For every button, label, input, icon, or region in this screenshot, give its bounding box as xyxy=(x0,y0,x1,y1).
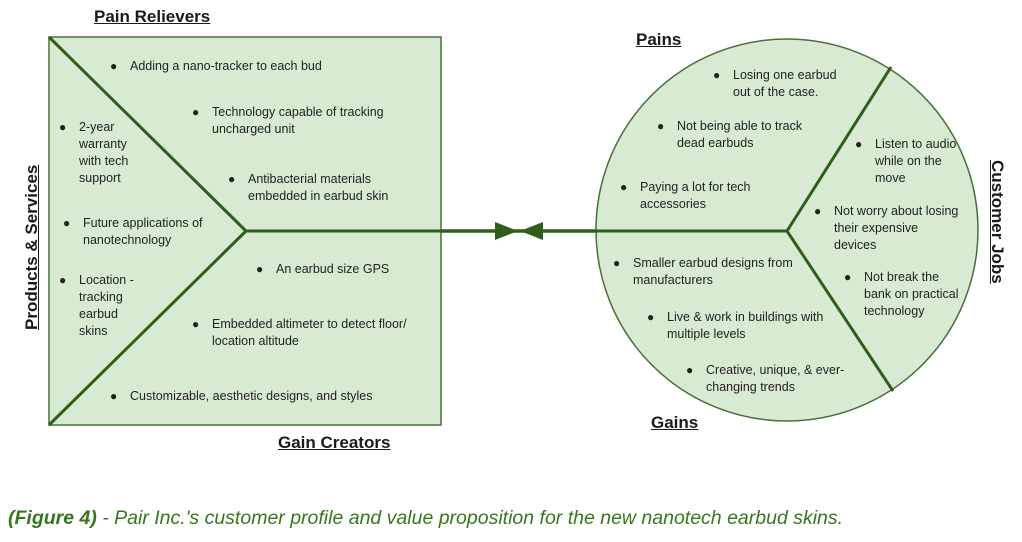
arrow-right-icon xyxy=(495,222,518,240)
label-customer-jobs: Customer Jobs xyxy=(988,160,1007,284)
product-service-item: ● Future applications of nanotechnology xyxy=(63,216,203,247)
fit-connector xyxy=(441,222,597,240)
product-service-item: ● Location -tracking earbud skins xyxy=(59,273,134,338)
bullet-icon: ● xyxy=(59,120,67,134)
gain-creator-item: ● Customizable, aesthetic designs, and s… xyxy=(110,389,373,403)
label-pains: Pains xyxy=(636,30,682,49)
label-gains: Gains xyxy=(651,413,699,432)
pain-item: ● Paying a lot for tech accessories xyxy=(620,180,751,211)
bullet-icon: ● xyxy=(192,317,200,331)
bullet-icon: ● xyxy=(855,137,863,151)
arrow-left-icon xyxy=(520,222,543,240)
pain-reliever-item: ● Antibacterial materials embedded in ea… xyxy=(228,172,389,203)
bullet-icon: ● xyxy=(228,172,236,186)
bullet-icon: ● xyxy=(192,105,200,119)
bullet-icon: ● xyxy=(814,204,822,218)
figure-number: (Figure 4) xyxy=(8,507,97,529)
gain-item: ● Live & work in buildings with multiple… xyxy=(647,310,824,341)
bullet-icon: ● xyxy=(59,273,67,287)
bullet-icon: ● xyxy=(256,262,264,276)
gain-creator-item: ● An earbud size GPS xyxy=(256,262,390,276)
bullet-icon: ● xyxy=(110,389,118,403)
divider-line-top xyxy=(47,35,248,233)
product-service-item: ● 2-year warranty with tech support xyxy=(59,120,129,185)
bullet-icon: ● xyxy=(686,363,694,377)
gain-item: ● Smaller earbud designs from manufactur… xyxy=(613,256,793,287)
customer-job-item: ● Not worry about losing their expensive… xyxy=(814,204,959,252)
circle-divider-top xyxy=(785,66,893,232)
divider-line-bottom xyxy=(47,229,248,427)
bullet-icon: ● xyxy=(647,310,655,324)
pain-reliever-item: ● Technology capable of tracking uncharg… xyxy=(192,105,384,136)
pain-reliever-item: ● Adding a nano-tracker to each bud xyxy=(110,59,322,73)
bullet-icon: ● xyxy=(110,59,118,73)
label-gain-creators: Gain Creators xyxy=(278,433,391,452)
gain-item: ● Creative, unique, & ever-changing tren… xyxy=(686,363,845,394)
figure-caption: (Figure 4) - Pair Inc.'s customer profil… xyxy=(8,507,843,530)
bullet-icon: ● xyxy=(657,119,665,133)
customer-job-item: ● Listen to audio while on the move xyxy=(855,137,957,185)
label-products-services: Products & Services xyxy=(22,164,41,330)
customer-job-item: ● Not break the bank on practical techno… xyxy=(844,270,959,318)
bullet-icon: ● xyxy=(844,270,852,284)
pain-item: ● Not being able to track dead earbuds xyxy=(657,119,803,150)
label-pain-relievers: Pain Relievers xyxy=(94,7,211,26)
gain-creator-item: ● Embedded altimeter to detect floor/ lo… xyxy=(192,317,407,348)
bullet-icon: ● xyxy=(613,256,621,270)
pain-item: ● Losing one earbud out of the case. xyxy=(713,68,837,99)
bullet-icon: ● xyxy=(63,216,71,230)
bullet-icon: ● xyxy=(713,68,721,82)
circle-divider-bottom xyxy=(785,230,895,392)
bullet-icon: ● xyxy=(620,180,628,194)
caption-text: - Pair Inc.'s customer profile and value… xyxy=(96,507,844,529)
